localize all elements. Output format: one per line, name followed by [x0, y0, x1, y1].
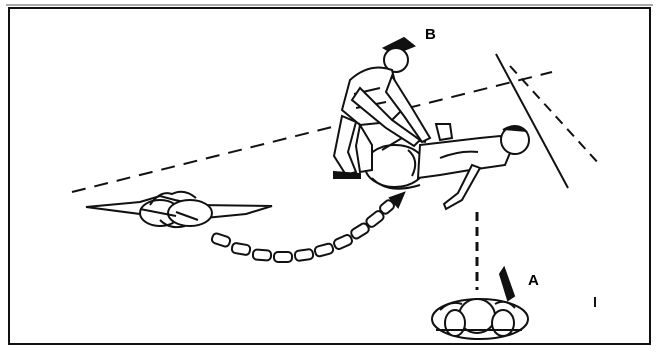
label-a: A	[528, 272, 539, 289]
label-b: B	[425, 26, 436, 43]
image-frame	[9, 8, 650, 344]
